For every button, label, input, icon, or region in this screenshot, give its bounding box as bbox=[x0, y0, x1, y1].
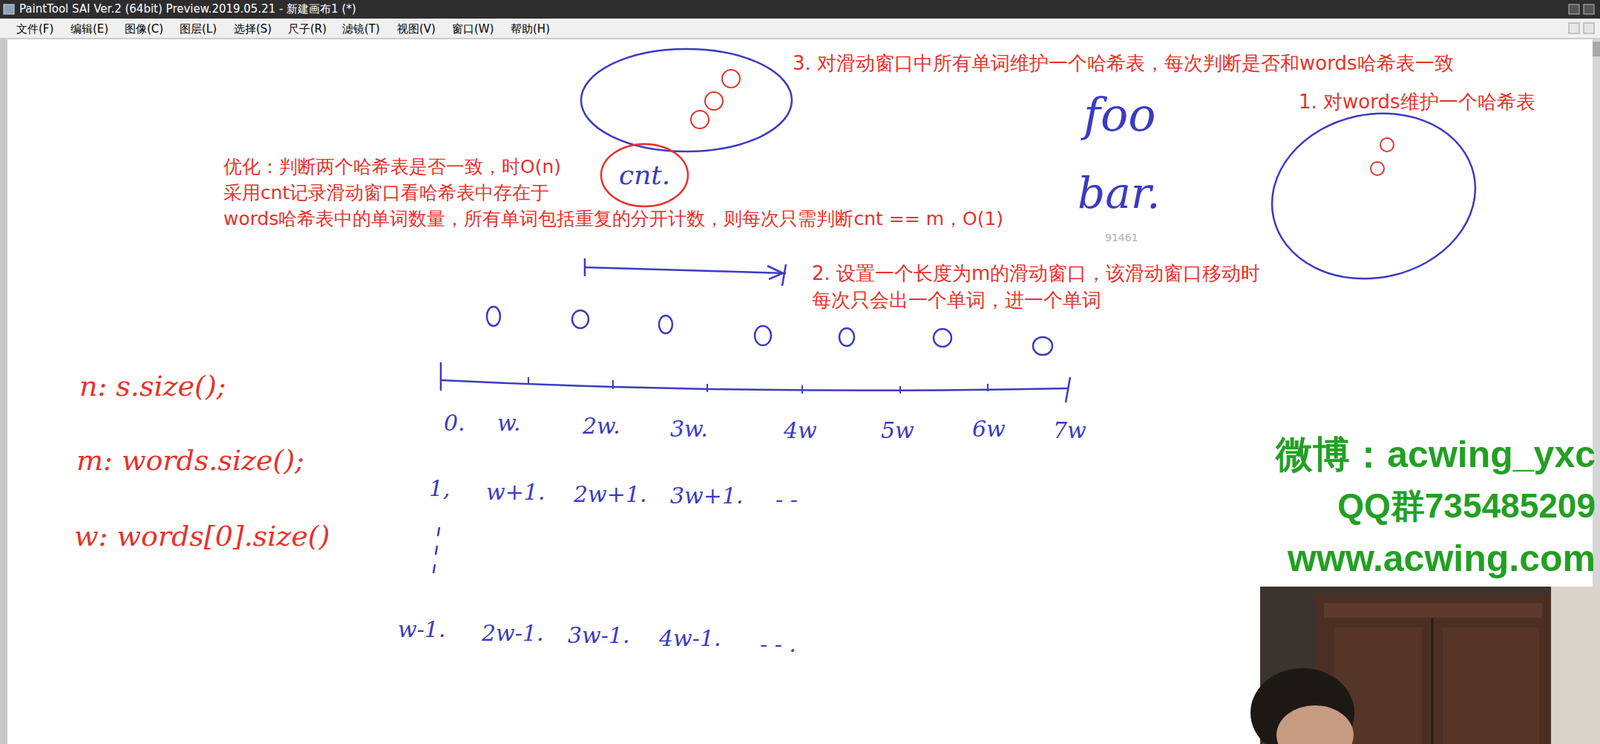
ellipsis-dot bbox=[433, 564, 435, 573]
optimization-note: 优化：判断两个哈希表是否一致，时O(n) bbox=[223, 155, 562, 179]
step-note: 每次只会出一个单词，进一个单词 bbox=[811, 288, 1102, 312]
window-tick bbox=[584, 258, 587, 277]
menu-item: 视图(V) bbox=[397, 22, 436, 36]
step-note: 1. 对words维护一个哈希表 bbox=[1298, 90, 1536, 114]
word-dot bbox=[1370, 161, 1385, 176]
string-axis bbox=[440, 379, 1069, 391]
title-bar bbox=[0, 0, 1600, 19]
menu-item: 图像(C) bbox=[124, 22, 164, 36]
window-arrow bbox=[584, 267, 786, 274]
offset-label: 2w+1. bbox=[573, 480, 648, 508]
menu-item: 选择(S) bbox=[233, 22, 272, 36]
axis-label: 5w bbox=[880, 417, 915, 444]
offset-label: - - bbox=[775, 486, 798, 513]
offset-label: 4w-1. bbox=[658, 624, 722, 652]
handwritten-word: bar. bbox=[1077, 167, 1161, 220]
axis-label: 7w bbox=[1053, 417, 1087, 444]
offset-label: 2w-1. bbox=[481, 619, 544, 647]
offset-label: 3w+1. bbox=[670, 482, 744, 510]
axis-tick bbox=[899, 385, 901, 394]
offset-label: w-1. bbox=[397, 615, 446, 643]
variable-note: w: words[0].size() bbox=[74, 519, 331, 554]
hash-table-ellipse bbox=[581, 48, 792, 152]
node-label: cnt. bbox=[618, 158, 671, 191]
word-dot bbox=[722, 69, 740, 88]
canvas-border bbox=[0, 39, 8, 744]
app-icon bbox=[3, 4, 15, 15]
ellipsis-dot bbox=[435, 545, 438, 555]
window-tick bbox=[782, 264, 786, 286]
window-title: PaintTool SAI Ver.2 (64bit) Preview.2019… bbox=[19, 2, 357, 16]
arrow-head bbox=[767, 265, 783, 280]
axis-tick bbox=[987, 383, 989, 392]
menu-item: 帮助(H) bbox=[510, 22, 550, 36]
menu-item: 图层(L) bbox=[179, 22, 217, 36]
word-circle bbox=[754, 325, 772, 346]
axis-tick bbox=[706, 383, 708, 392]
axis-label: 4w bbox=[783, 417, 818, 444]
menu-item: 文件(F) bbox=[16, 22, 54, 36]
axis-tick bbox=[440, 362, 443, 391]
watermark-text: www.acwing.com bbox=[1287, 535, 1596, 581]
menu-item: 编辑(E) bbox=[70, 22, 109, 36]
menu-bar bbox=[0, 18, 1600, 39]
webcam-view bbox=[1250, 586, 1600, 744]
axis-label: 6w bbox=[972, 415, 1006, 443]
handwritten-word: foo bbox=[1083, 87, 1157, 143]
optimization-note: words哈希表中的单词数量，所有单词包括重复的分开计数，则每次只需判断cnt … bbox=[223, 207, 1004, 231]
step-note: 2. 设置一个长度为m的滑动窗口，该滑动窗口移动时 bbox=[811, 261, 1261, 285]
offset-label: w+1. bbox=[486, 478, 545, 506]
axis-tick bbox=[1065, 376, 1071, 403]
word-circle bbox=[486, 306, 501, 326]
menu-border bbox=[0, 38, 1600, 40]
watermark-text: 微博：acwing_yxc bbox=[1275, 431, 1596, 477]
word-dot bbox=[690, 110, 709, 129]
word-dot bbox=[705, 92, 723, 110]
window-button bbox=[1568, 4, 1580, 15]
offset-label: 1, bbox=[428, 474, 451, 502]
scroll-thumb bbox=[1592, 41, 1600, 57]
variable-note: n: s.size(); bbox=[79, 369, 227, 404]
window-button bbox=[1583, 4, 1595, 15]
optimization-note: 采用cnt记录滑动窗口看哈希表中存在于 bbox=[223, 181, 550, 205]
menu-item: 窗口(W) bbox=[451, 22, 495, 36]
hash-table-ellipse bbox=[1256, 94, 1491, 298]
word-circle bbox=[658, 315, 673, 334]
word-circle bbox=[572, 310, 589, 329]
counter-circle: cnt. bbox=[599, 142, 690, 208]
ellipsis-dot bbox=[437, 526, 440, 536]
variable-note: m: words.size(); bbox=[76, 443, 305, 478]
word-circle bbox=[839, 328, 855, 346]
word-dot bbox=[1380, 138, 1394, 152]
watermark-text: QQ群735485209 bbox=[1337, 485, 1596, 527]
word-circle bbox=[933, 328, 952, 347]
watermark-number: 91461 bbox=[1105, 231, 1139, 245]
axis-label: w. bbox=[497, 409, 521, 437]
step-note: 3. 对滑动窗口中所有单词维护一个哈希表，每次判断是否和words哈希表一致 bbox=[792, 51, 1454, 75]
axis-label: 2w. bbox=[582, 412, 621, 440]
axis-tick bbox=[801, 385, 803, 394]
window-button bbox=[1583, 23, 1595, 34]
menu-item: 尺子(R) bbox=[287, 22, 327, 36]
offset-label: 3w-1. bbox=[567, 621, 631, 649]
axis-tick bbox=[527, 376, 530, 385]
offset-label: - - . bbox=[759, 630, 797, 658]
word-circle bbox=[1033, 336, 1053, 355]
axis-label: 0. bbox=[443, 409, 466, 437]
menu-item: 滤镜(T) bbox=[342, 22, 380, 36]
window-button bbox=[1568, 23, 1580, 34]
axis-tick bbox=[612, 379, 614, 389]
axis-label: 3w. bbox=[670, 415, 708, 443]
